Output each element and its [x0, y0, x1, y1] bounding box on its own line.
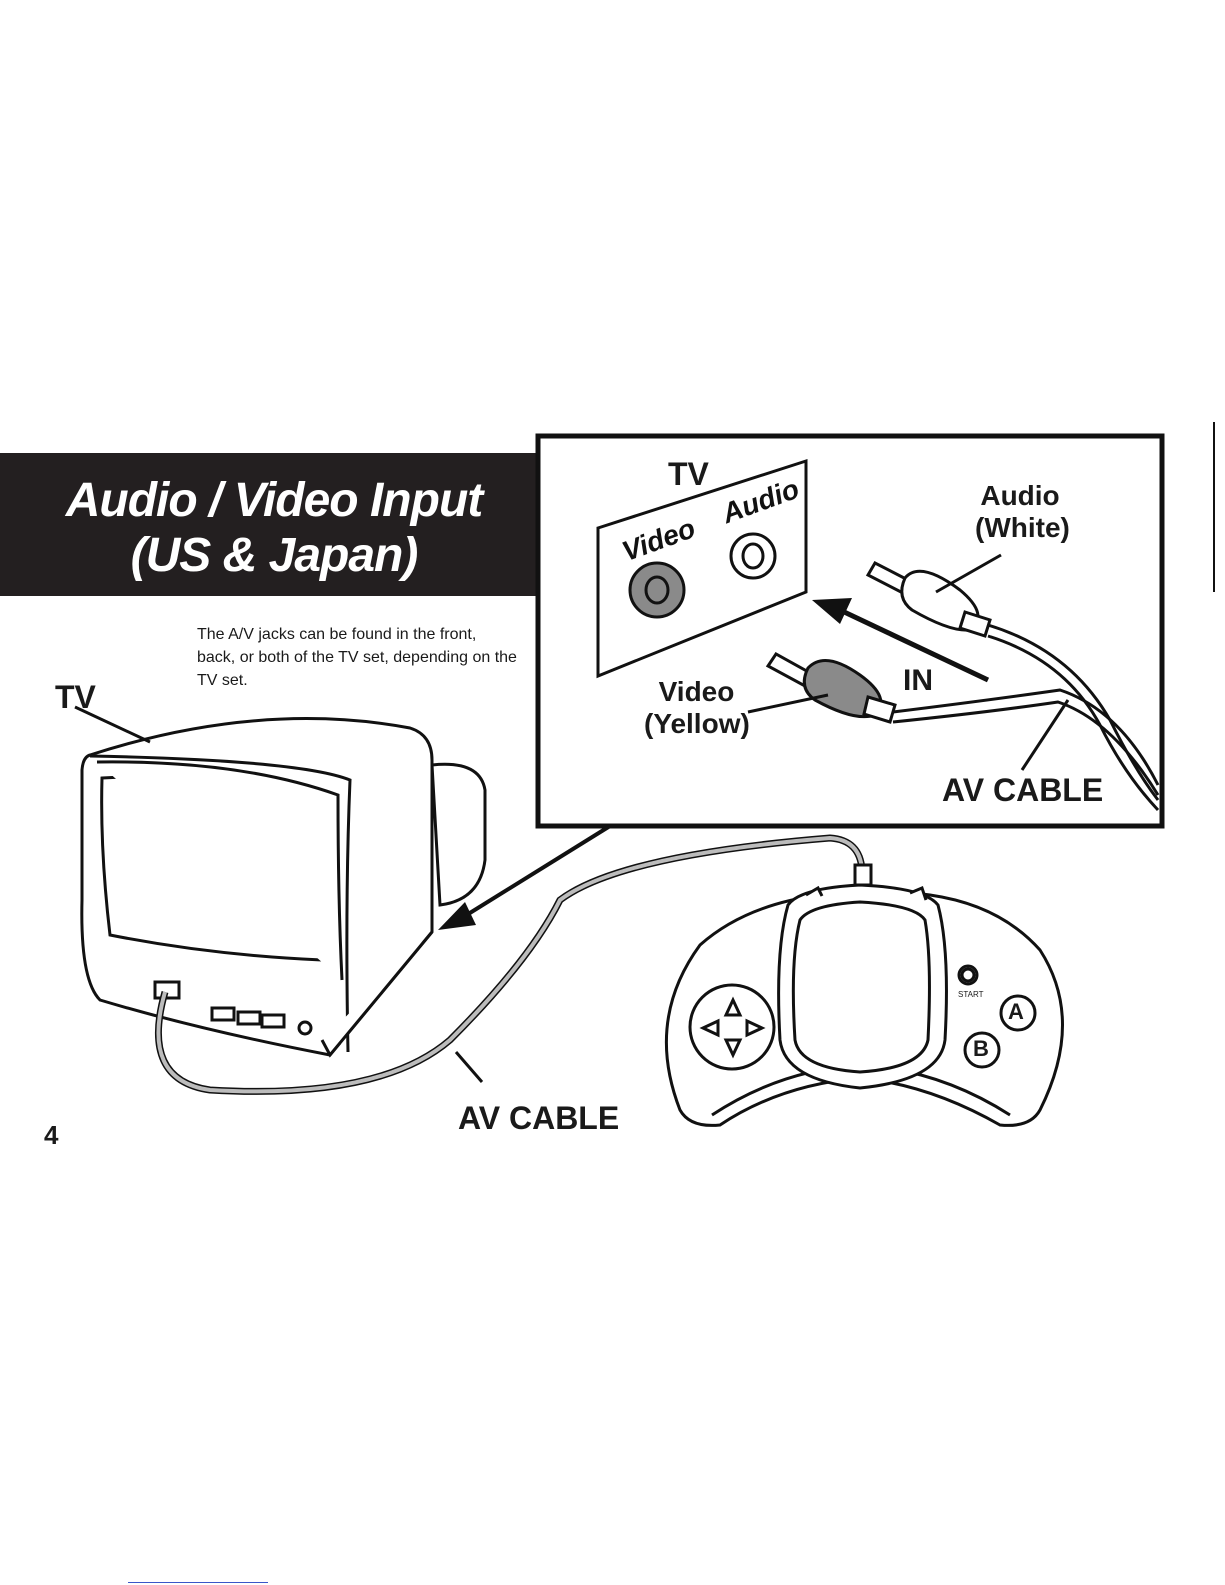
page-number: 4	[44, 1120, 58, 1151]
tv-label: TV	[55, 679, 96, 716]
av-cable-label-leader	[456, 1052, 482, 1082]
button-b-label: B	[973, 1036, 989, 1062]
television-icon	[82, 719, 485, 1055]
audio-plug-label-line1: Audio	[975, 480, 1065, 512]
av-cable-label: AV CABLE	[458, 1100, 619, 1137]
bottom-rule	[128, 1582, 268, 1583]
inset-av-cable-label: AV CABLE	[942, 772, 1103, 809]
video-plug-label: Video (Yellow)	[644, 676, 749, 740]
in-label: IN	[903, 664, 933, 698]
inset-tv-label: TV	[668, 456, 709, 493]
video-plug-label-line1: Video	[644, 676, 749, 708]
start-button-label: START	[958, 990, 983, 999]
audio-plug-label: Audio (White)	[975, 480, 1065, 544]
video-plug-label-line2: (Yellow)	[644, 708, 749, 740]
button-a-label: A	[1008, 999, 1024, 1025]
audio-plug-label-line2: (White)	[975, 512, 1065, 544]
game-controller-icon	[666, 865, 1062, 1125]
page-edge-mark	[1213, 422, 1215, 592]
